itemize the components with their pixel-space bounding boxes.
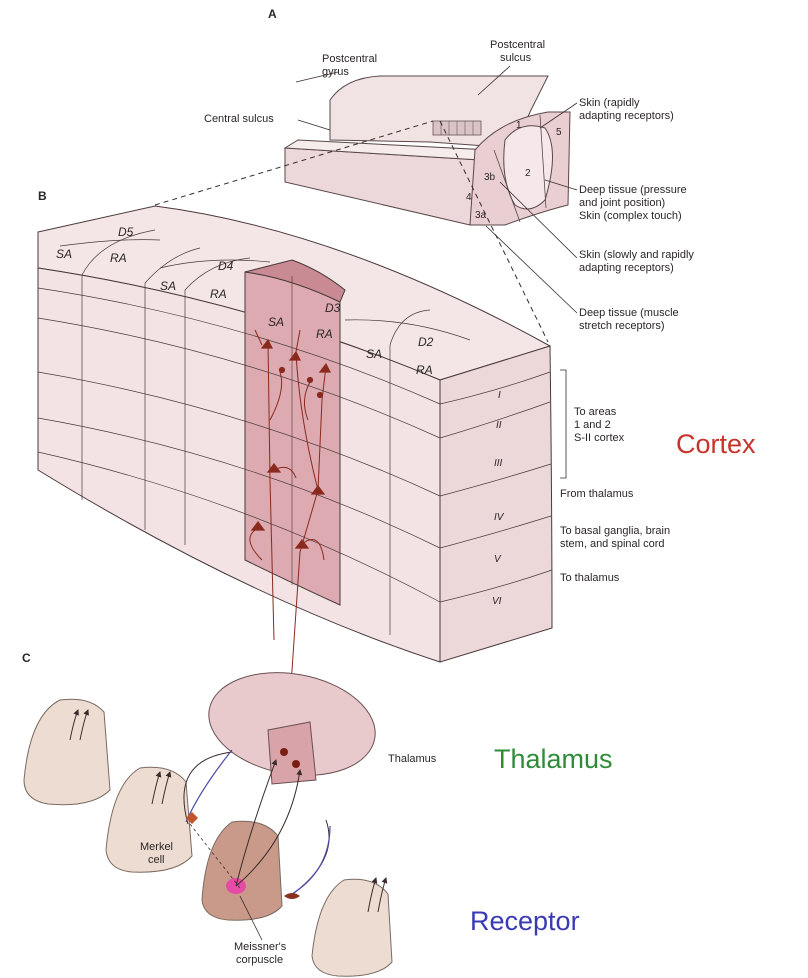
conn-to-areas-1: To areas [574, 406, 617, 418]
postcentral-sulcus-label-2: sulcus [500, 52, 532, 64]
receptor-label: Receptor [470, 906, 580, 936]
panel-b: B [38, 189, 670, 700]
column-slab [433, 121, 481, 135]
merkel-label-2: cell [148, 854, 165, 866]
d2-ra: RA [416, 363, 433, 377]
digit-d2: D2 [418, 335, 434, 349]
postcentral-gyrus-label-2: gyrus [322, 66, 349, 78]
digit-d5: D5 [118, 225, 134, 239]
d5-sa: SA [56, 247, 72, 261]
d3-column-front [245, 272, 340, 605]
conn-to-areas-3: S-II cortex [574, 432, 625, 444]
area-4: 4 [466, 192, 472, 203]
panel-a-letter: A [268, 7, 277, 21]
conn-from-thalamus: From thalamus [560, 488, 634, 500]
target-deep-pressure-3: Skin (complex touch) [579, 210, 682, 222]
central-sulcus-label: Central sulcus [204, 113, 274, 125]
layer-ii: II [496, 420, 502, 431]
area-1: 1 [516, 120, 522, 131]
postcentral-sulcus-label-1: Postcentral [490, 39, 545, 51]
d4-ra: RA [210, 287, 227, 301]
d2-sa: SA [366, 347, 382, 361]
target-deep-muscle-2: stretch receptors) [579, 320, 665, 332]
conn-to-thalamus: To thalamus [560, 572, 620, 584]
area-3b: 3b [484, 172, 496, 183]
meissner-label-1: Meissner's [234, 941, 287, 953]
layer-iv: IV [494, 512, 505, 523]
cortex-side-face [440, 346, 552, 662]
merkel-label-1: Merkel [140, 841, 173, 853]
layer-iii: III [494, 458, 503, 469]
area-5: 5 [556, 127, 562, 138]
digit-d3: D3 [325, 301, 341, 315]
target-deep-muscle-1: Deep tissue (muscle [579, 307, 679, 319]
target-deep-pressure-1: Deep tissue (pressure [579, 184, 687, 196]
layer-vi: VI [492, 596, 502, 607]
target-skin-slow-1: Skin (slowly and rapidly [579, 249, 694, 261]
target-skin-slow-2: adapting receptors) [579, 262, 674, 274]
conn-to-basal-ganglia-1: To basal ganglia, brain [560, 525, 670, 537]
panel-c: C Thalamus [22, 651, 437, 976]
panel-c-letter: C [22, 651, 31, 665]
d4-sa: SA [160, 279, 176, 293]
receptor-ending [284, 893, 300, 899]
cortex-label: Cortex [676, 429, 756, 459]
d3-sa: SA [268, 315, 284, 329]
panel-b-letter: B [38, 189, 47, 203]
target-skin-rapid-2: adapting receptors) [579, 110, 674, 122]
conn-to-basal-ganglia-2: stem, and spinal cord [560, 538, 665, 550]
d3-ra: RA [316, 327, 333, 341]
meissner-label-2: corpuscle [236, 954, 283, 966]
fingertip-1 [24, 699, 110, 805]
postcentral-gyrus-label-1: Postcentral [322, 53, 377, 65]
layer-i: I [498, 390, 501, 401]
thalamic-neuron-1 [280, 748, 288, 756]
target-deep-pressure-2: and joint position) [579, 197, 665, 209]
fingertip-4 [312, 878, 392, 976]
target-skin-rapid-1: Skin (rapidly [579, 97, 640, 109]
area-2: 2 [525, 168, 531, 179]
fingertip-3 [202, 821, 282, 920]
conn-to-areas-2: 1 and 2 [574, 419, 611, 431]
digit-d4: D4 [218, 259, 234, 273]
thalamus-label: Thalamus [388, 753, 437, 765]
d5-ra: RA [110, 251, 127, 265]
thalamic-neuron-2 [292, 760, 300, 768]
thalamus-relay-nucleus [268, 722, 316, 784]
thalamus-region-label: Thalamus [494, 744, 613, 774]
